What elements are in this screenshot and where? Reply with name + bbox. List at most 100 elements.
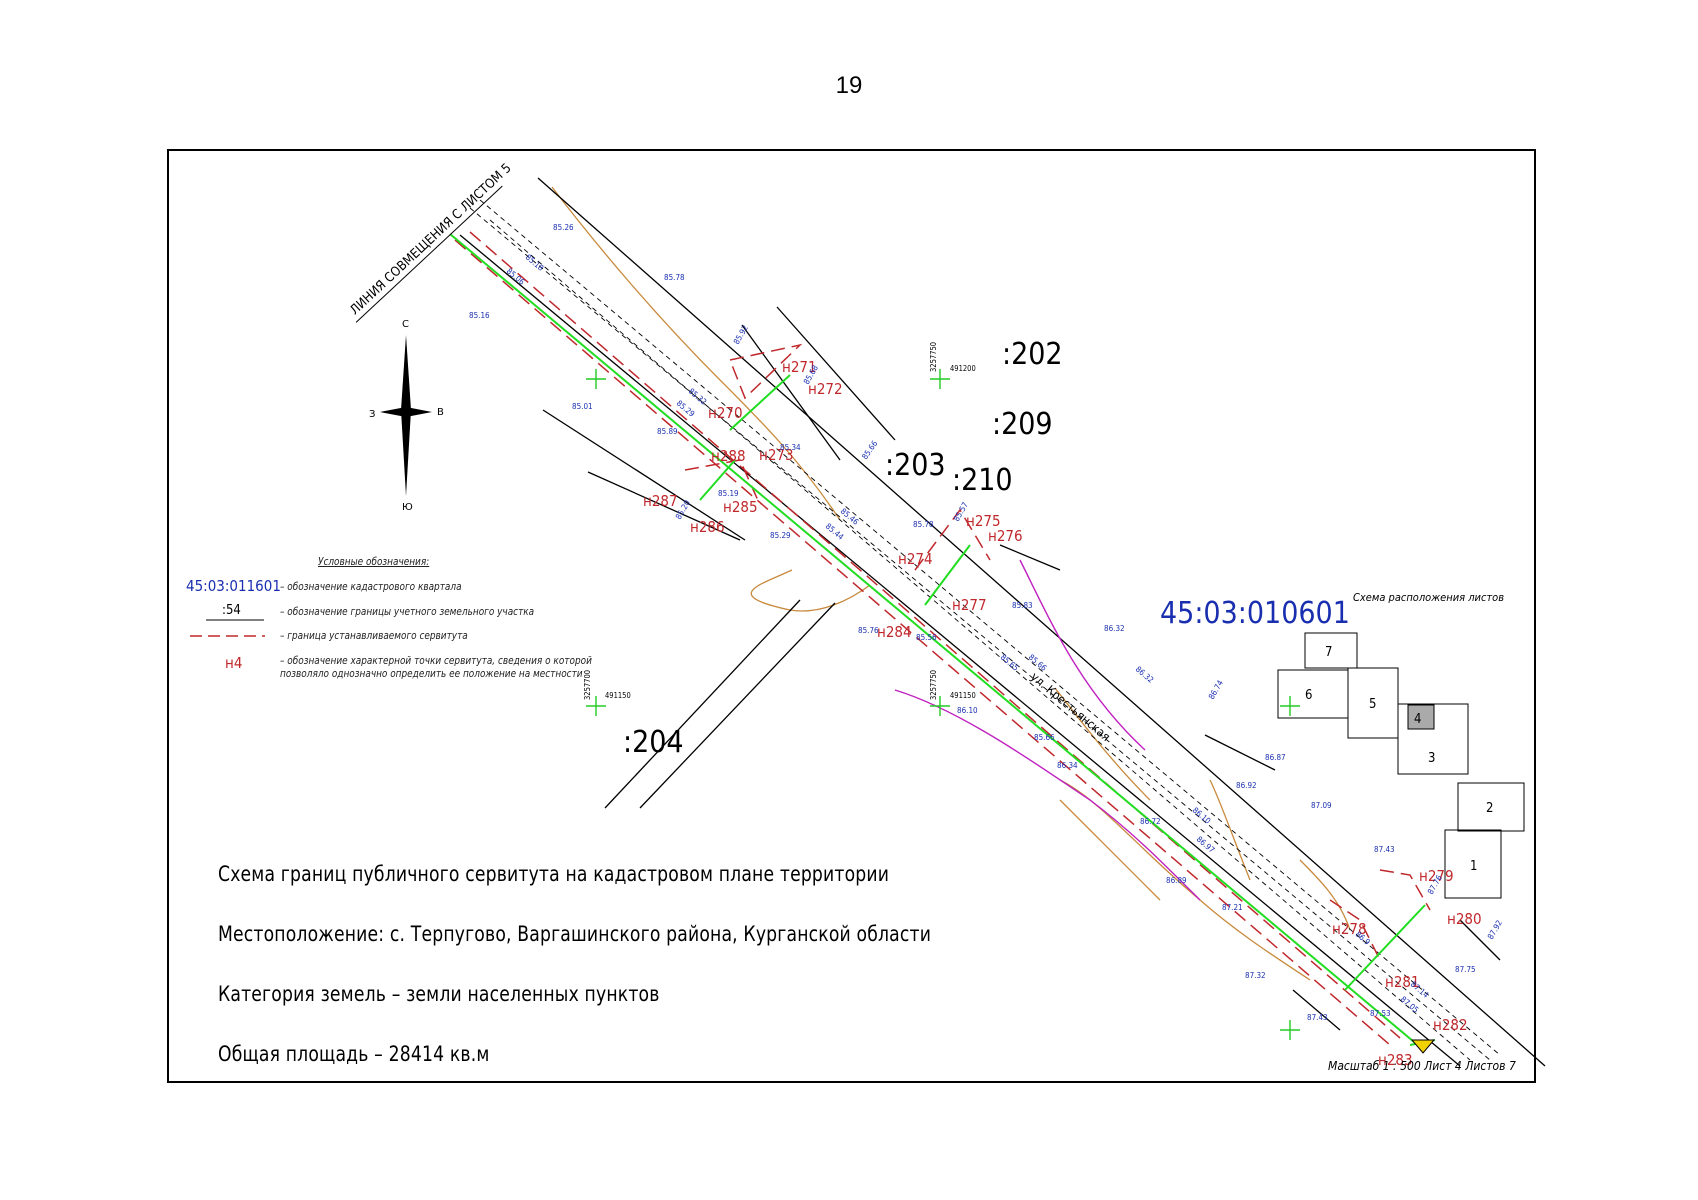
compass-south: Ю xyxy=(402,502,413,513)
svg-text:87.05: 87.05 xyxy=(1399,995,1421,1015)
quarter-label: 45:03:010601 xyxy=(1160,596,1350,631)
svg-text:86.10: 86.10 xyxy=(1191,806,1213,826)
sheet-scheme-title: Схема расположения листов xyxy=(1353,591,1504,604)
svg-text:87.43: 87.43 xyxy=(1307,1013,1328,1022)
legend-item-text: позволяло однозначно определить ее полож… xyxy=(280,668,583,680)
svg-text:491150: 491150 xyxy=(950,691,976,700)
point-label: н270 xyxy=(708,404,743,422)
svg-text:85.18: 85.18 xyxy=(524,253,546,273)
info-category: Категория земель – земли населенных пунк… xyxy=(218,982,660,1006)
sheet-3: 3 xyxy=(1428,751,1435,766)
point-label: н286 xyxy=(690,518,725,536)
svg-text:86.97: 86.97 xyxy=(1195,835,1217,855)
point-label: н284 xyxy=(877,623,912,641)
legend-symbols: 45:03:011601 :54 н4 xyxy=(186,577,281,672)
svg-text:87.09: 87.09 xyxy=(1311,801,1332,810)
svg-text:87.32: 87.32 xyxy=(1245,971,1266,980)
parcel-204: :204 xyxy=(623,725,684,760)
road-edge-lines xyxy=(469,199,1501,1061)
legend-item-text: – обозначение характерной точки сервитут… xyxy=(280,655,592,667)
svg-text:86.87: 86.87 xyxy=(1265,753,1286,762)
svg-text:86.34: 86.34 xyxy=(1057,761,1078,770)
svg-text:85.29: 85.29 xyxy=(770,531,791,540)
point-label: н287 xyxy=(643,492,678,510)
svg-text:86.10: 86.10 xyxy=(957,706,978,715)
sheet-7: 7 xyxy=(1325,645,1332,660)
sheet-2: 2 xyxy=(1486,801,1493,816)
compass-west: З xyxy=(369,409,375,420)
svg-text:85.66: 85.66 xyxy=(1034,733,1055,742)
svg-text:87.53: 87.53 xyxy=(1370,1009,1391,1018)
svg-text:491200: 491200 xyxy=(950,364,976,373)
point-label: н272 xyxy=(808,380,843,398)
point-label: н282 xyxy=(1433,1016,1468,1034)
servitude-axis xyxy=(449,233,1436,1048)
sheet-5: 5 xyxy=(1369,697,1376,712)
svg-text:85.19: 85.19 xyxy=(718,489,739,498)
legend-title: Условные обозначения: xyxy=(318,556,430,568)
compass-east: В xyxy=(437,407,444,418)
legend-item-text: – обозначение границы учетного земельног… xyxy=(280,606,535,618)
svg-text:86.89: 86.89 xyxy=(1166,876,1187,885)
sheet-1: 1 xyxy=(1470,859,1477,874)
street-line xyxy=(894,559,1201,901)
parcel-210: :210 xyxy=(952,463,1013,498)
page-number: 19 xyxy=(835,72,863,99)
svg-text:85.46: 85.46 xyxy=(839,507,861,527)
svg-text:3257700: 3257700 xyxy=(583,670,592,700)
svg-text:3257750: 3257750 xyxy=(929,342,938,372)
svg-text:85.76: 85.76 xyxy=(858,626,879,635)
svg-text:86.9: 86.9 xyxy=(1354,930,1372,947)
grid-marks: 3257750 491200 3257700 491150 3257750 49… xyxy=(583,342,976,700)
servitude-boundary xyxy=(454,231,1431,1046)
point-label: н288 xyxy=(711,447,746,465)
grid-crosses xyxy=(586,369,1300,1040)
alignment-line-label: ЛИНИЯ СОВМЕЩЕНИЯ С ЛИСТОМ 5 xyxy=(347,161,514,318)
sheet-scheme-labels: 7 6 5 4 3 2 1 xyxy=(1305,645,1493,874)
svg-text:86.72: 86.72 xyxy=(1140,817,1161,826)
map-frame xyxy=(167,149,1536,1083)
alignment-line: ЛИНИЯ СОВМЕЩЕНИЯ С ЛИСТОМ 5 xyxy=(347,161,515,323)
svg-text:86.92: 86.92 xyxy=(1236,781,1257,790)
compass: С Ю З В xyxy=(369,319,444,513)
sheet-6: 6 xyxy=(1305,688,1312,703)
legend-quarter-symbol: 45:03:011601 xyxy=(186,577,281,595)
svg-text:85.26: 85.26 xyxy=(553,223,574,232)
legend-item-text: – граница устанавливаемого сервитута xyxy=(280,630,468,642)
svg-text:85.56: 85.56 xyxy=(916,633,937,642)
footer: Масштаб 1 : 500 Лист 4 Листов 7 xyxy=(1328,1059,1516,1073)
svg-text:87.92: 87.92 xyxy=(1486,919,1504,941)
point-label: н278 xyxy=(1332,920,1367,938)
parcel-boundaries xyxy=(459,177,1546,1067)
legend-item-text: – обозначение кадастрового квартала xyxy=(280,581,462,593)
svg-text:85.16: 85.16 xyxy=(469,311,490,320)
svg-text:87.75: 87.75 xyxy=(1455,965,1476,974)
svg-text:491150: 491150 xyxy=(605,691,631,700)
point-label: н285 xyxy=(723,498,758,516)
svg-text:85.78: 85.78 xyxy=(664,273,685,282)
parcel-labels: :202 :209 :203 :210 :204 xyxy=(623,337,1063,760)
legend-point-symbol: н4 xyxy=(225,654,242,672)
parcel-202: :202 xyxy=(1002,337,1063,372)
servitude-points: н271 н272 н270 н273 н288 н287 н285 н286 … xyxy=(643,358,1482,1069)
svg-text:85.78: 85.78 xyxy=(913,520,934,529)
point-label: н277 xyxy=(952,596,987,614)
point-label: н276 xyxy=(988,527,1023,545)
svg-text:85.66: 85.66 xyxy=(860,439,879,461)
info-title: Схема границ публичного сервитута на кад… xyxy=(218,862,890,886)
svg-text:85.06: 85.06 xyxy=(505,267,527,287)
point-label: н283 xyxy=(1378,1051,1413,1069)
svg-text:3257750: 3257750 xyxy=(929,670,938,700)
svg-text:85.65: 85.65 xyxy=(999,653,1021,673)
sheet-scheme xyxy=(1277,632,1525,899)
parcel-209: :209 xyxy=(992,407,1053,442)
marker-triangle xyxy=(1410,1039,1436,1054)
point-label: н274 xyxy=(898,550,933,568)
point-label: н273 xyxy=(759,446,794,464)
legend-parcel-symbol: :54 xyxy=(222,603,241,618)
svg-text:86.74: 86.74 xyxy=(1207,678,1225,701)
svg-text:85.44: 85.44 xyxy=(824,522,846,542)
point-label: н280 xyxy=(1447,910,1482,928)
info-area: Общая площадь – 28414 кв.м xyxy=(218,1042,490,1066)
